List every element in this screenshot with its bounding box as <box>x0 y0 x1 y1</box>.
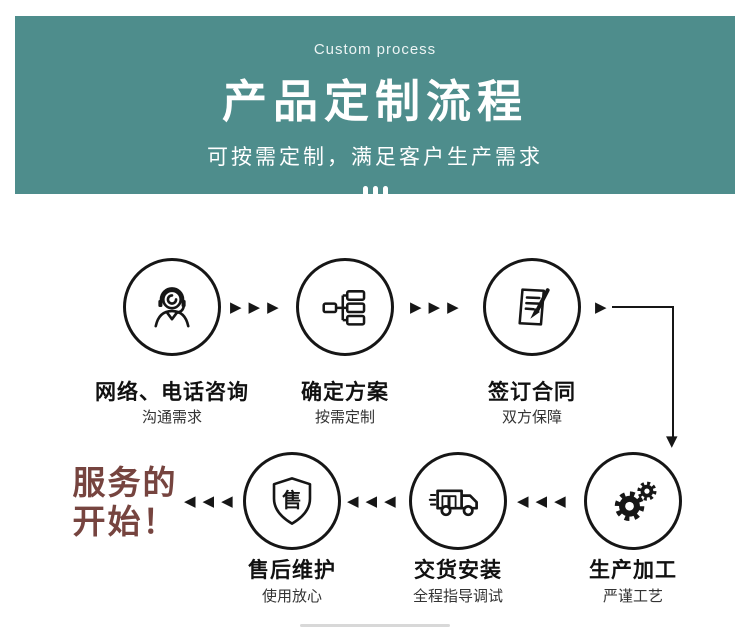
service-start-line1: 服务的 <box>72 464 178 501</box>
step-node-production <box>584 452 682 550</box>
step-sublabel-contract: 双方保障 <box>501 409 562 426</box>
gears-icon <box>614 481 657 522</box>
step-sublabel-delivery: 全程指导调试 <box>412 588 503 605</box>
solution-diagram-icon <box>322 290 366 326</box>
step-label-contract: 签订合同 <box>488 381 576 404</box>
delivery-truck-icon <box>428 489 478 517</box>
step-label-consult: 网络、电话咨询 <box>95 381 249 404</box>
service-start-text: 服务的 开始！ <box>45 464 205 542</box>
step-node-delivery <box>409 452 507 550</box>
banner: Custom process 产品定制流程 可按需定制，满足客户生产需求 <box>15 16 735 201</box>
arrow-left-icon: ◀◀◀ <box>347 492 403 510</box>
shield-character: 售 <box>281 489 302 512</box>
arrow-right-icon: ▶▶▶ <box>410 298 466 316</box>
step-label-production: 生产加工 <box>589 559 677 582</box>
step-sublabel-consult: 沟通需求 <box>141 409 202 426</box>
step-sublabel-solution: 按需定制 <box>314 409 375 426</box>
divider-bars-icon <box>15 186 735 201</box>
after-sales-shield-icon: 售 <box>272 477 312 525</box>
customer-service-icon <box>154 287 190 328</box>
flow-connector-line <box>612 306 674 440</box>
step-sublabel-aftersales: 使用放心 <box>261 588 322 605</box>
step-node-aftersales: 售 <box>243 452 341 550</box>
step-node-solution <box>296 258 394 356</box>
arrow-left-icon: ◀◀◀ <box>517 492 573 510</box>
step-node-consult <box>123 258 221 356</box>
step-label-delivery: 交货安装 <box>414 559 502 582</box>
step-sublabel-production: 严谨工艺 <box>602 588 663 605</box>
arrow-right-icon: ▶ <box>595 298 614 316</box>
step-node-contract <box>483 258 581 356</box>
contract-signing-icon <box>518 288 550 326</box>
service-start-line2: 开始！ <box>72 502 178 540</box>
arrow-left-icon: ◀◀◀ <box>184 492 240 510</box>
banner-subtitle: 可按需定制，满足客户生产需求 <box>207 146 543 169</box>
step-label-aftersales: 售后维护 <box>248 559 336 582</box>
arrow-right-icon: ▶▶▶ <box>230 298 286 316</box>
page-title: 产品定制流程 <box>221 76 528 127</box>
footer-divider <box>300 624 450 627</box>
arrow-down-icon: ▼ <box>666 432 678 450</box>
banner-eyebrow: Custom process <box>313 41 437 58</box>
step-label-solution: 确定方案 <box>301 381 389 404</box>
